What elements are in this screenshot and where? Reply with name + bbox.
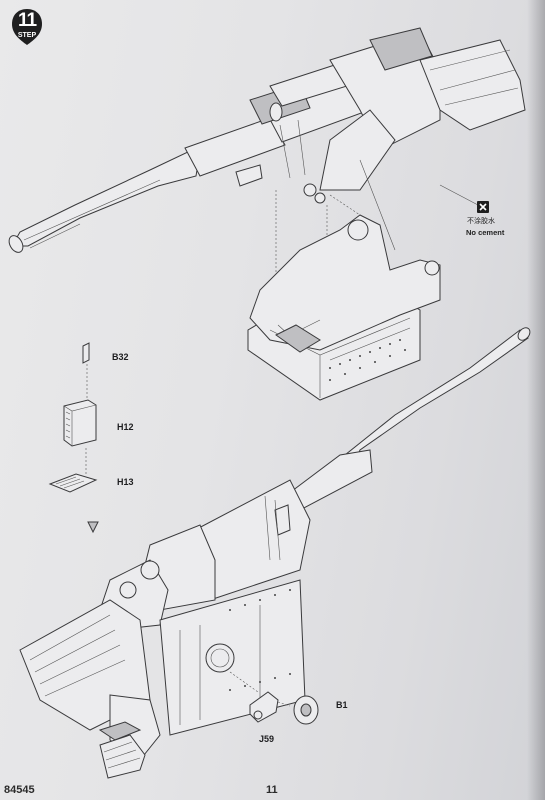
subassembly-parts bbox=[48, 342, 99, 534]
bottom-parts-j59-b1 bbox=[229, 671, 319, 725]
label-h12: H12 bbox=[117, 422, 134, 432]
kit-number: 84545 bbox=[4, 784, 35, 796]
page-edge-shadow bbox=[527, 0, 545, 800]
label-j59: J59 bbox=[259, 734, 275, 744]
page-number: 11 bbox=[266, 784, 278, 796]
top-carriage bbox=[247, 214, 441, 401]
no-cement-english: No cement bbox=[466, 228, 505, 237]
no-cement-chinese: 不涂胶水 bbox=[467, 218, 495, 225]
label-b1: B1 bbox=[336, 700, 348, 710]
top-gun-barrel bbox=[8, 27, 526, 253]
step-number: 11 bbox=[17, 10, 37, 31]
step-badge: 11 STEP bbox=[10, 8, 44, 46]
label-b32: B32 bbox=[112, 352, 129, 362]
step-word: STEP bbox=[17, 32, 37, 39]
no-cement-icon bbox=[477, 201, 489, 213]
label-h13: H13 bbox=[117, 477, 134, 487]
